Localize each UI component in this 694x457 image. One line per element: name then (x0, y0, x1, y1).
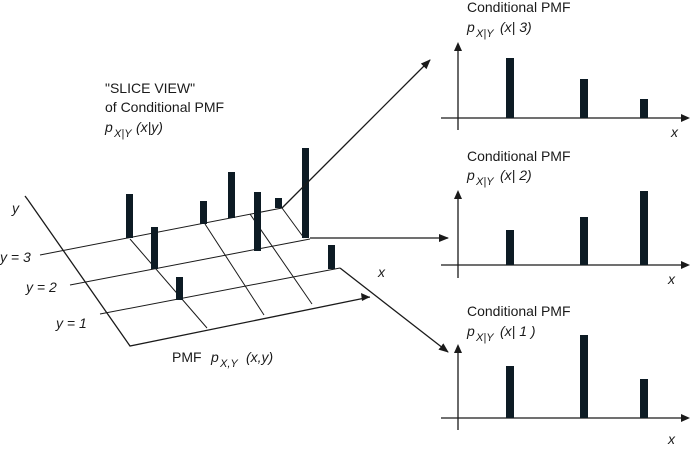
panel-y1-title: Conditional PMF (467, 303, 571, 319)
panel-y3-x-arrow (681, 114, 690, 122)
arrow-to-panel-y3 (281, 59, 431, 209)
joint-bar-y1-1 (176, 277, 183, 300)
panel-1-bar-3 (640, 379, 648, 418)
slice-view-title: "SLICE VIEW" (105, 80, 195, 96)
joint-y-axis-label: y (11, 200, 20, 216)
panel-y2-subscript: X|Y (475, 176, 494, 188)
joint-pmf-plane: y x y = 3 y = 2 y = 1 PMF p X,Y (x,y) (0, 148, 386, 370)
panel-1-bar-1 (506, 366, 514, 418)
y-level-label-2: y = 2 (25, 279, 57, 295)
panel-y2-x-arrow (681, 261, 690, 269)
conditional-panel-y3: Conditional PMF p X|Y (x| 3) x (441, 0, 690, 140)
panel-y3-title: Conditional PMF (467, 0, 571, 15)
conditional-panel-y1: Conditional PMF p X|Y (x| 1 ) x (441, 303, 690, 447)
joint-x-arrow (361, 293, 370, 301)
joint-bar-y3-3 (228, 172, 235, 218)
slice-view-subscript: X|Y (113, 128, 132, 140)
panel-2-bar-2 (580, 217, 588, 265)
panel-y3-subscript: X|Y (475, 28, 494, 40)
panel-y2-p: p (466, 167, 475, 183)
panel-y1-x-arrow (681, 414, 690, 422)
joint-bar-y3-1 (126, 194, 133, 238)
panel-y1-x-label: x (667, 431, 676, 447)
panel-y1-subscript: X|Y (475, 332, 494, 344)
panel-y1-p: p (466, 323, 475, 339)
panel-3-bar-1 (506, 58, 514, 118)
panel-y2-x-label: x (667, 271, 676, 287)
panel-y3-bars (506, 58, 648, 118)
joint-bars (126, 148, 335, 300)
panel-y2-y-arrow (454, 190, 462, 199)
panel-2-bar-1 (506, 230, 514, 265)
slice-view-p: p (104, 119, 113, 135)
y-level-label-1: y = 1 (55, 315, 87, 331)
slice-view-arg: (x|y) (136, 119, 163, 135)
joint-bar-y2-2 (254, 192, 261, 251)
y-level-label-3: y = 3 (0, 249, 31, 265)
panel-y3-arg: (x| 3) (500, 19, 532, 35)
panel-2-bar-3 (640, 191, 648, 265)
grid-col-1 (129, 238, 208, 329)
panel-y3-y-arrow (454, 42, 462, 51)
grid-col-4 (281, 207, 305, 239)
conditional-panel-y2: Conditional PMF p X|Y (x| 2) x (441, 148, 690, 287)
slice-view-subtitle: of Conditional PMF (105, 99, 224, 115)
joint-x-axis-label: x (377, 264, 386, 280)
panel-y3-x-label: x (670, 124, 679, 140)
panel-1-bar-2 (580, 335, 588, 418)
joint-pmf-subscript: X,Y (219, 358, 238, 370)
joint-pmf-p: p (210, 349, 219, 365)
panel-y1-y-arrow (454, 344, 462, 353)
arrow-to-panel-y1 (339, 267, 449, 353)
joint-bar-y3-4 (275, 198, 282, 208)
joint-bar-y2-1 (151, 227, 158, 269)
panel-3-bar-2 (580, 79, 588, 118)
joint-base-axes (27, 199, 371, 347)
grid-col-2 (204, 223, 265, 316)
joint-bar-y3-2 (200, 201, 207, 224)
joint-pmf-label-prefix: PMF (172, 349, 202, 365)
grid-row-y1 (99, 267, 341, 315)
slice-view-caption: "SLICE VIEW" of Conditional PMF p X|Y (x… (104, 80, 224, 140)
slice-arrows (281, 59, 449, 353)
panel-y1-bars (506, 335, 648, 418)
panel-y1-arg: (x| 1 ) (500, 323, 536, 339)
grid-row-y3 (39, 207, 283, 256)
joint-pmf-arg: (x,y) (246, 349, 273, 365)
panel-y2-bars (506, 191, 648, 265)
panel-y3-p: p (466, 19, 475, 35)
panel-y2-arg: (x| 2) (500, 167, 532, 183)
joint-bar-y1-2 (328, 245, 335, 269)
joint-y-axis-tip (24, 195, 29, 201)
panel-3-bar-3 (640, 99, 648, 118)
panel-y2-title: Conditional PMF (467, 148, 571, 164)
joint-bar-y2-3 (302, 148, 309, 238)
grid-row-y2 (69, 238, 311, 286)
